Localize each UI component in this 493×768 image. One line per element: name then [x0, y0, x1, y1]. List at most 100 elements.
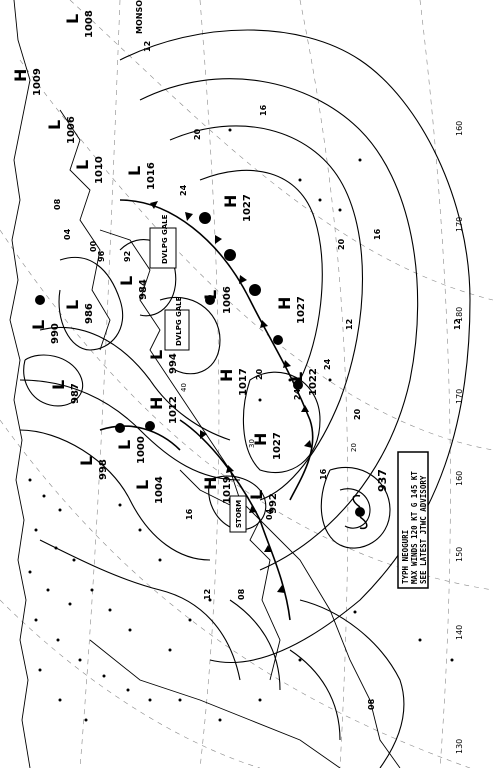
isobar-value-label: 16: [319, 468, 328, 480]
gale-warning-1: DVLPG GALE: [149, 214, 177, 269]
isobar-value-label: 04: [265, 508, 274, 520]
low-pressure: 1006: [222, 286, 233, 314]
isobar-value-label: 16: [259, 104, 268, 116]
high-pressure: 1009: [32, 68, 43, 96]
isobars: [19, 29, 471, 768]
isobar-value-label: 24: [293, 388, 302, 400]
low-symbol: L: [73, 160, 92, 170]
storm-warning-text: STORM: [235, 500, 243, 528]
isobar-value-label: 20: [255, 368, 264, 380]
isobar-value-label: 20: [337, 238, 346, 250]
low-pressure: 1008: [84, 10, 95, 38]
fronts: [99, 199, 314, 621]
isobar-value-label: 00: [89, 240, 98, 252]
low-symbol: L: [125, 166, 144, 176]
low-pressure: 987: [70, 383, 81, 404]
low-pressure: 1022: [308, 368, 319, 396]
low-pressure: 1016: [146, 162, 157, 190]
longitude-label: 140: [455, 625, 464, 640]
low-pressure: 986: [84, 303, 95, 324]
station-plots: [28, 128, 454, 722]
isobar-value-label: 16: [373, 228, 382, 240]
latitude-label: 40: [180, 383, 188, 392]
high-pressure: 1027: [296, 296, 307, 324]
high-pressure: 1027: [272, 432, 283, 460]
high-pressure: 1019: [222, 476, 233, 504]
advisory-line-2: MAX WINDS 120 KT G 145 KT: [410, 471, 419, 584]
high-pressure: 1027: [242, 194, 253, 222]
isobar-value-label: 04: [63, 228, 72, 240]
low-pressure: 1006: [66, 116, 77, 144]
longitude-label: 170: [455, 389, 464, 404]
longitude-label: 170: [455, 217, 464, 232]
isobar-value-label: 24: [179, 184, 188, 196]
low-pressure: 984: [138, 279, 149, 300]
isobar-value-label: 12: [345, 319, 354, 330]
high-symbol: H: [251, 433, 270, 446]
typhoon-advisory: TYPH NEOGURI MAX WINDS 120 KT G 145 KT S…: [397, 451, 429, 589]
typhoon-symbol: [352, 494, 368, 530]
low-symbol: L: [45, 120, 64, 130]
low-symbol: L: [63, 300, 82, 310]
isobar-value-label: 20: [353, 408, 362, 420]
longitude-label: 160: [455, 471, 464, 486]
low-pressure: 1004: [154, 476, 165, 504]
high-symbol: H: [217, 369, 236, 382]
low-symbol: L: [77, 456, 96, 466]
low-symbol: L: [201, 290, 220, 300]
isobar-value-label: 08: [53, 198, 62, 210]
low-pressure: 992: [268, 493, 279, 514]
isobar-value-label: 08: [237, 588, 246, 600]
low-pressure: 1010: [94, 156, 105, 184]
isobar-value-label: 12: [143, 41, 152, 52]
low-symbol: L: [287, 372, 306, 382]
isobar-value-label: 16: [185, 508, 194, 520]
gale-warning-text: DVLPG GALE: [175, 296, 183, 346]
isobar-value-label: 96: [97, 250, 106, 262]
corner-label: MONSOON: [135, 0, 144, 34]
low-symbol: L: [49, 380, 68, 390]
storm-warning: STORM: [229, 495, 247, 533]
low-symbol: L: [147, 350, 166, 360]
typhoon-pressure: 937: [376, 469, 389, 492]
low-symbol: L: [247, 490, 266, 500]
isobar-value-label: 12: [203, 589, 212, 600]
longitude-label: 180: [455, 307, 464, 322]
low-pressure: 1000: [136, 436, 147, 464]
low-symbol: L: [115, 440, 134, 450]
low-symbol: L: [133, 480, 152, 490]
high-pressure: 1012: [168, 396, 179, 424]
high-symbol: H: [201, 477, 220, 490]
isobar-value-label: 20: [193, 128, 202, 140]
high-pressure: 1017: [238, 368, 249, 396]
gale-warning-2: DVLPG GALE: [164, 296, 190, 351]
longitude-label: 160: [455, 121, 464, 136]
high-symbol: H: [11, 69, 30, 82]
high-symbol: H: [147, 397, 166, 410]
low-symbol: L: [117, 276, 136, 286]
high-symbol: H: [221, 195, 240, 208]
longitude-label: 130: [455, 739, 464, 754]
advisory-line-3: SEE LATEST JTWC ADVISORY: [419, 475, 428, 584]
